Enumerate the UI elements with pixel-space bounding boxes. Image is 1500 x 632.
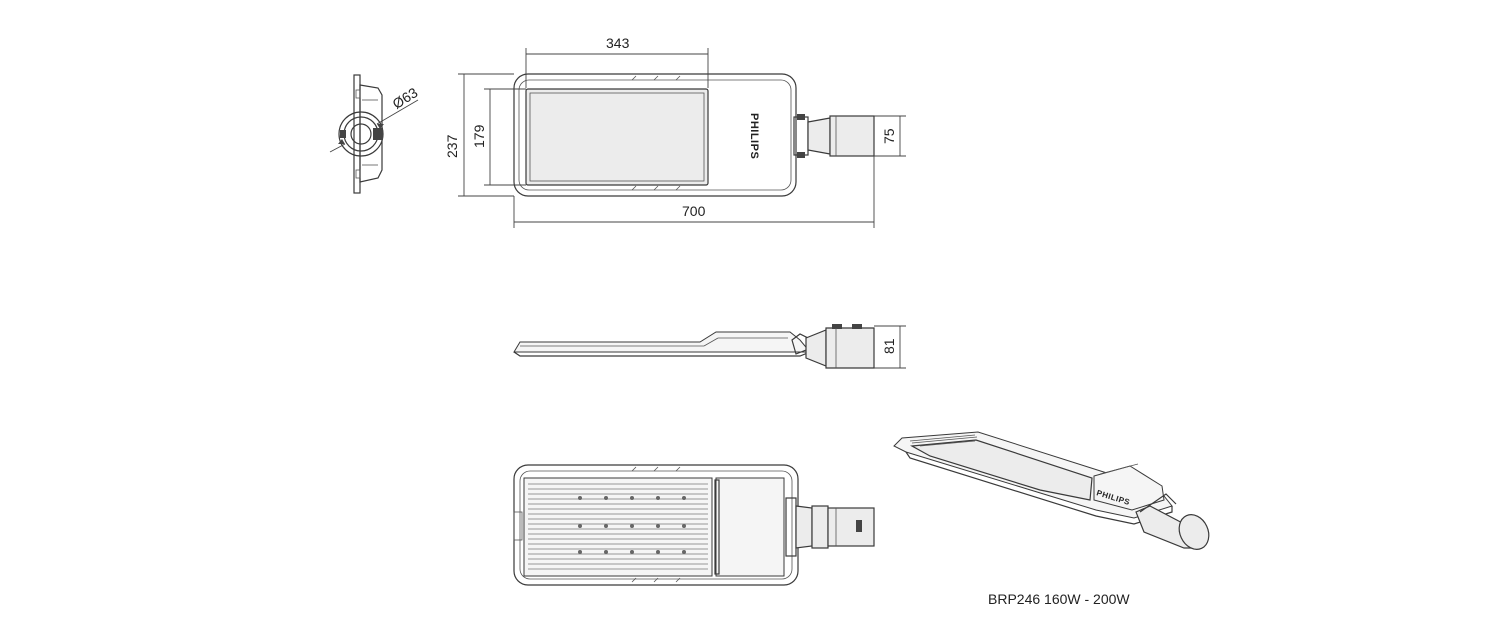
dim-overall-length: 700 xyxy=(682,203,706,219)
fin-screw xyxy=(656,496,660,500)
cooling-fins xyxy=(528,483,708,570)
fin-screw xyxy=(682,524,686,528)
fin-screw xyxy=(656,550,660,554)
dim-side-height: 81 xyxy=(881,338,897,354)
dim-overall-width: 237 xyxy=(444,134,460,158)
dim-inner-width: 179 xyxy=(471,124,487,148)
isometric-view: PHILIPS xyxy=(893,431,1210,550)
model-caption: BRP246 160W - 200W xyxy=(988,591,1130,607)
fin-screw xyxy=(630,524,634,528)
fin-screw xyxy=(604,524,608,528)
fin-screw xyxy=(604,550,608,554)
fin-screw xyxy=(578,524,582,528)
fin-screw xyxy=(682,496,686,500)
dim-bracket-width: 75 xyxy=(881,128,897,144)
fin-screw xyxy=(578,550,582,554)
fin-screw xyxy=(656,524,660,528)
dim-inner-length: 343 xyxy=(606,35,630,51)
end-view: Ø63 xyxy=(329,74,421,194)
iso-top-ridges xyxy=(909,434,978,444)
side-view: 81 xyxy=(513,324,906,369)
fin-screw xyxy=(578,496,582,500)
fin-screw xyxy=(630,496,634,500)
fin-screw xyxy=(604,496,608,500)
bottom-view xyxy=(513,464,875,586)
fin-screw xyxy=(682,550,686,554)
fin-screw xyxy=(630,550,634,554)
top-view: PHILIPS 343 237 179 700 75 xyxy=(444,35,906,228)
philips-logo-top: PHILIPS xyxy=(748,113,760,159)
